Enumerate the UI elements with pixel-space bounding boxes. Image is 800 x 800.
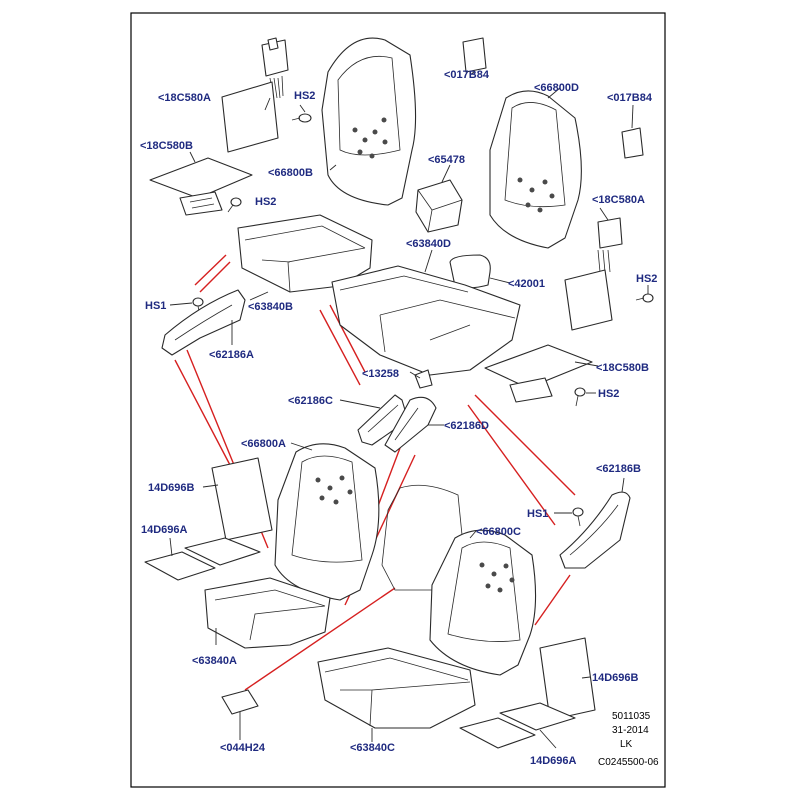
callout-hs2-top: HS2 — [294, 90, 315, 102]
callout-18C580B-right: <18C580B — [596, 362, 649, 374]
callout-62186B: <62186B — [596, 463, 641, 475]
diagram-frame — [130, 12, 666, 788]
panel-18C580A-top — [221, 81, 279, 153]
panel-14D696A-left — [144, 537, 261, 581]
reference-line-2: 31-2014 — [612, 725, 649, 736]
callout-14D696B-left: 14D696B — [148, 482, 195, 494]
cushion-63840C — [317, 647, 476, 729]
pad-017B84-left — [462, 37, 487, 73]
callout-63840A: <63840A — [192, 655, 237, 667]
callout-hs2-left: HS2 — [255, 196, 276, 208]
callout-13258: <13258 — [362, 368, 399, 380]
panel-18C580B-right — [484, 344, 593, 389]
callout-42001: <42001 — [508, 278, 545, 290]
armrest-65478 — [415, 179, 463, 233]
trim-62186A — [161, 289, 246, 356]
leader-lines — [169, 71, 649, 749]
screw-hs2-top — [291, 113, 312, 123]
callout-labels: <18C580A HS2 <017B84 <66800D <017B84 <18… — [140, 69, 657, 767]
reference-block: 5011035 31-2014 LK C0245500-06 — [598, 711, 659, 768]
callout-044H24: <044H24 — [220, 742, 266, 754]
cushion-63840D — [331, 265, 521, 376]
panel-18C580B-left — [149, 157, 253, 199]
pad-017B84-right — [621, 127, 644, 159]
reference-line-4: C0245500-06 — [598, 757, 659, 768]
screw-hs2-left — [227, 197, 242, 213]
callout-62186D: <62186D — [444, 420, 489, 432]
screw-hs1-right — [572, 507, 584, 527]
hinge-bracket-top — [261, 37, 289, 99]
assembly-lines — [174, 254, 576, 691]
callout-66800C: <66800C — [476, 526, 521, 538]
screw-hs2-lower — [574, 387, 586, 407]
screw-hs2-right — [635, 293, 654, 303]
panel-14D696A-right — [459, 702, 576, 749]
trim-62186D — [384, 396, 437, 453]
panel-18C580A-right — [564, 269, 613, 331]
callout-18C580A-right: <18C580A — [592, 194, 645, 206]
screw-hs1-left — [192, 297, 204, 317]
callout-62186A: <62186A — [209, 349, 254, 361]
callout-hs2-right: HS2 — [636, 273, 657, 285]
plate-044H24 — [221, 689, 259, 715]
callout-18C580B-left: <18C580B — [140, 140, 193, 152]
callout-hs1-right: HS1 — [527, 508, 548, 520]
backrest-center-outline — [381, 484, 463, 591]
panel-14D696B-right — [539, 637, 596, 721]
panel-14D696B-left — [211, 457, 273, 541]
callout-14D696B-right: 14D696B — [592, 672, 639, 684]
backrest-66800D — [489, 90, 582, 249]
callout-14D696A-left: 14D696A — [141, 524, 188, 536]
backrest-66800B — [321, 37, 417, 206]
callout-66800D: <66800D — [534, 82, 579, 94]
callout-63840B: <63840B — [248, 301, 293, 313]
backrest-66800A — [274, 443, 380, 601]
callout-hs1-left: HS1 — [145, 300, 166, 312]
backrest-66800C — [429, 529, 537, 676]
callout-18C580A-top: <18C580A — [158, 92, 211, 104]
callout-63840C: <63840C — [350, 742, 395, 754]
callout-62186C: <62186C — [288, 395, 333, 407]
callout-65478: <65478 — [428, 154, 465, 166]
callout-63840D: <63840D — [406, 238, 451, 250]
hinge-18C580B-right — [509, 377, 553, 403]
hinge-bracket-right — [597, 217, 623, 273]
cushion-63840A — [204, 577, 331, 649]
callout-66800B: <66800B — [268, 167, 313, 179]
callout-hs2-lower: HS2 — [598, 388, 619, 400]
trim-62186B — [559, 491, 631, 569]
callout-66800A: <66800A — [241, 438, 286, 450]
callout-017B84-right: <017B84 — [607, 92, 653, 104]
callout-14D696A-right: 14D696A — [530, 755, 577, 767]
hinge-18C580B-left — [179, 191, 223, 216]
callout-017B84-left: <017B84 — [444, 69, 490, 81]
clip-13258 — [414, 369, 433, 389]
reference-line-3: LK — [620, 739, 633, 750]
reference-line-1: 5011035 — [612, 711, 651, 722]
